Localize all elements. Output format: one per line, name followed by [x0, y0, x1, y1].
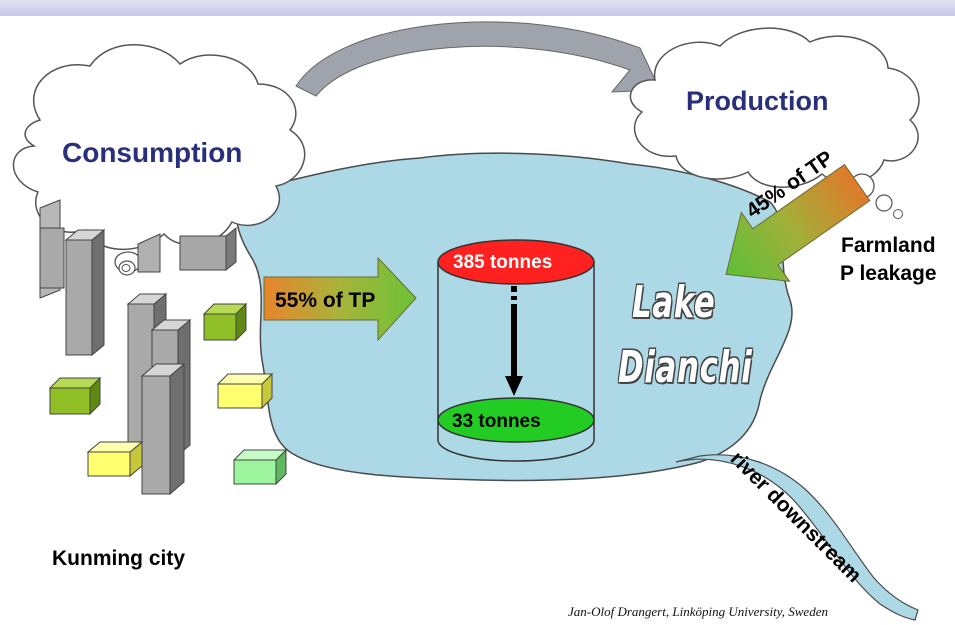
arrow-55-label: 55% of TP [275, 289, 376, 312]
credit-label: Jan-Olof Drangert, Linköping University,… [568, 604, 828, 619]
arrow-55 [263, 256, 417, 342]
top-value-label: 385 tonnes [453, 252, 553, 273]
farmland-line2: P leakage [840, 262, 937, 285]
kunming-buildings [39, 199, 288, 496]
top-disk [437, 239, 595, 285]
kunming-label: Kunming city [52, 547, 186, 570]
bottom-value-label: 33 tonnes [452, 411, 541, 432]
consumption-label: Consumption [62, 137, 243, 168]
production-label: Production [686, 86, 829, 116]
lake-label-line1: Lake [632, 277, 716, 328]
bottom-disk [437, 397, 595, 443]
top-band [0, 0, 955, 16]
farmland-label: Farmland P leakage [840, 232, 937, 288]
sediment-cylinder [437, 239, 595, 462]
arrow-45 [725, 163, 871, 282]
farmland-line1: Farmland [841, 234, 936, 257]
lake-label-line2: Dianchi [618, 342, 753, 393]
consumption-cloud [12, 44, 306, 276]
curved-arrow [295, 21, 661, 97]
river-shape [675, 454, 919, 621]
